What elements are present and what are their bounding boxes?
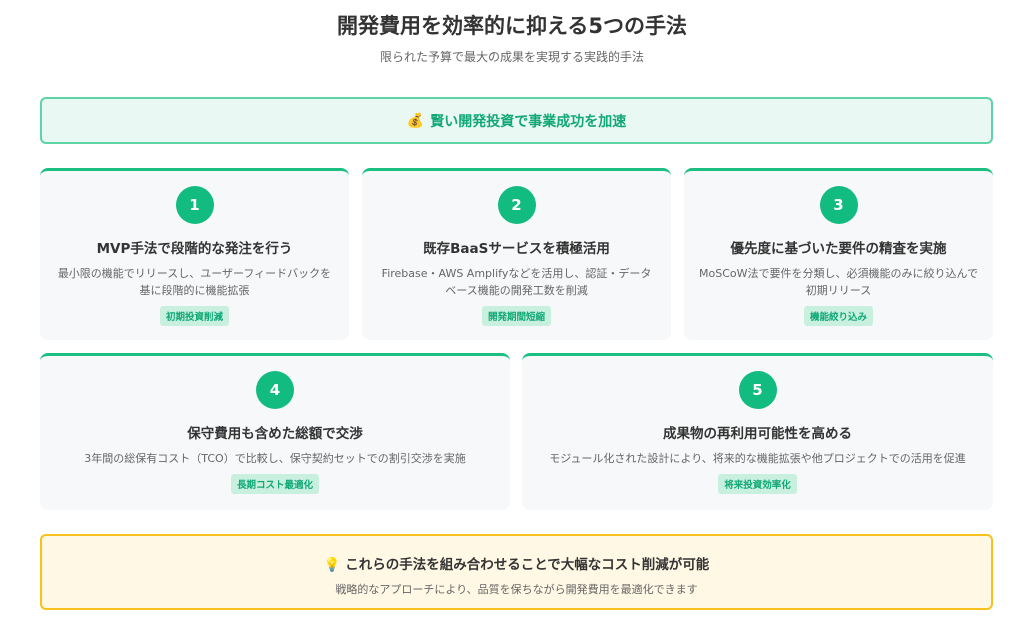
page-subtitle: 限られた予算で最大の成果を実現する実践的手法: [379, 50, 644, 64]
benefit-tag: 開発期間短縮: [481, 306, 551, 326]
card-title: MVP手法で段階的な発注を行う: [96, 241, 293, 257]
card-title: 優先度に基づいた要件の精査を実施: [730, 241, 947, 257]
step-number: 1: [175, 186, 214, 224]
card-description: MoSCoW法で要件を分類し、必須機能のみに絞り込んで初期リリース: [699, 267, 978, 297]
summary-box: 💡 これらの手法を組み合わせることで大幅なコスト削減が可能 戦略的なアプローチに…: [40, 534, 993, 610]
money-bag-icon: 💰: [406, 112, 425, 129]
step-number: 4: [256, 371, 294, 409]
benefit-tag: 機能絞り込み: [803, 306, 873, 326]
step-number: 2: [497, 186, 536, 224]
benefit-tag: 初期投資削減: [159, 306, 229, 326]
step-number: 3: [819, 186, 858, 224]
step-number: 5: [738, 371, 777, 409]
card-title: 成果物の再利用可能性を高める: [663, 426, 852, 442]
banner-text: 賢い開発投資で事業成功を加速: [430, 113, 627, 130]
card-description: モジュール化された設計により、将来的な機能拡張や他プロジェクトでの活用を促進: [549, 452, 966, 465]
benefit-tag: 長期コスト最適化: [230, 474, 319, 494]
card-description: 最小限の機能でリリースし、ユーザーフィードバックを基に段階的に機能拡張: [57, 267, 332, 297]
card-description: Firebase・AWS Amplifyなどを活用し、認証・データベース機能の開…: [381, 267, 652, 297]
benefit-tag: 将来投資効率化: [718, 474, 797, 494]
highlight-banner: 💰 賢い開発投資で事業成功を加速: [40, 97, 993, 144]
page-title: 開発費用を効率的に抑える5つの手法: [337, 14, 687, 38]
method-card-2: 2 既存BaaSサービスを積極活用 Firebase・AWS Amplifyなど…: [362, 168, 671, 340]
card-title: 保守費用も含めた総額で交渉: [187, 426, 363, 442]
method-card-4: 4 保守費用も含めた総額で交渉 3年間の総保有コスト（TCO）で比較し、保守契約…: [40, 353, 510, 510]
card-description: 3年間の総保有コスト（TCO）で比較し、保守契約セットでの割引交渉を実施: [84, 452, 466, 465]
summary-description: 戦略的なアプローチにより、品質を保ちながら開発費用を最適化できます: [335, 583, 698, 596]
lightbulb-icon: 💡: [323, 557, 341, 573]
card-title: 既存BaaSサービスを積極活用: [423, 241, 610, 257]
method-card-3: 3 優先度に基づいた要件の精査を実施 MoSCoW法で要件を分類し、必須機能のみ…: [684, 168, 993, 340]
summary-title: これらの手法を組み合わせることで大幅なコスト削減が可能: [345, 557, 710, 573]
method-card-5: 5 成果物の再利用可能性を高める モジュール化された設計により、将来的な機能拡張…: [522, 353, 993, 510]
method-card-1: 1 MVP手法で段階的な発注を行う 最小限の機能でリリースし、ユーザーフィードバ…: [40, 168, 349, 340]
